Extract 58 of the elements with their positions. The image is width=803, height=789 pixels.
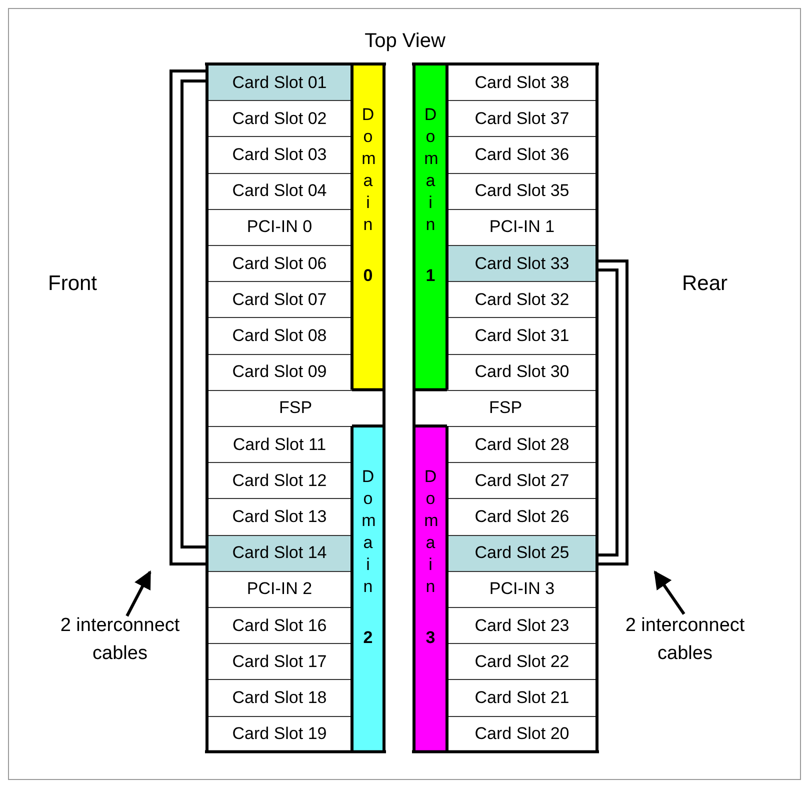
card-slot-row: Card Slot 19 <box>207 716 352 752</box>
domain-bar <box>352 64 384 390</box>
domain-bar <box>414 426 447 752</box>
leader-arrow <box>126 570 152 617</box>
card-slot-row: Card Slot 09 <box>207 354 352 390</box>
card-slot-row: Card Slot 02 <box>207 100 352 136</box>
domain-number: 1 <box>426 266 436 286</box>
domain-number: 3 <box>426 628 436 648</box>
card-slot-row: Card Slot 28 <box>447 426 597 462</box>
card-slot-row: FSP <box>207 390 384 426</box>
domain-label: Domain <box>362 104 374 236</box>
domain-bar <box>414 64 447 390</box>
side-label: Rear <box>682 272 728 296</box>
card-slot-row: Card Slot 37 <box>447 100 597 136</box>
domain-number: 2 <box>363 628 373 648</box>
domain-label: Domain <box>424 466 437 598</box>
card-slot-row: Card Slot 36 <box>447 136 597 173</box>
card-slot-row: PCI-IN 2 <box>207 570 352 607</box>
side-label: Front <box>48 272 98 296</box>
card-slot-row: Card Slot 12 <box>207 462 352 498</box>
card-slot-row: Card Slot 23 <box>447 607 597 644</box>
card-slot-row: Card Slot 32 <box>447 281 597 318</box>
card-slot-row: Card Slot 11 <box>207 426 352 462</box>
card-slot-row: Card Slot 08 <box>207 317 352 354</box>
title: Top View <box>364 30 446 53</box>
card-slot-row: Card Slot 21 <box>447 679 597 716</box>
card-slot-row: Card Slot 30 <box>447 354 597 390</box>
card-slot-row: Card Slot 25 <box>447 534 597 571</box>
interconnect-cable <box>597 268 618 556</box>
card-slot-row: Card Slot 03 <box>207 136 352 173</box>
card-slot-row: Card Slot 01 <box>207 64 352 100</box>
card-slot-row: Card Slot 20 <box>447 716 597 752</box>
card-slot-row: PCI-IN 3 <box>447 570 597 607</box>
interconnect-cable <box>597 260 628 566</box>
callout-text: 2 interconnect cables <box>605 612 765 672</box>
card-slot-row: Card Slot 17 <box>207 643 352 680</box>
callout-text: 2 interconnect cables <box>40 612 200 672</box>
card-slot-row: Card Slot 06 <box>207 245 352 282</box>
card-slot-row: Card Slot 33 <box>447 245 597 282</box>
domain-number: 0 <box>363 266 373 286</box>
domain-bar <box>352 426 384 752</box>
card-slot-row: Card Slot 31 <box>447 317 597 354</box>
domain-label: Domain <box>424 104 437 236</box>
card-slot-row: Card Slot 16 <box>207 607 352 644</box>
card-slot-row: Card Slot 27 <box>447 462 597 498</box>
card-slot-row: Card Slot 07 <box>207 281 352 318</box>
card-slot-row: PCI-IN 0 <box>207 208 352 245</box>
interconnect-cable <box>180 80 207 548</box>
card-slot-row: Card Slot 18 <box>207 679 352 716</box>
card-slot-row: Card Slot 35 <box>447 172 597 209</box>
leader-arrow <box>654 570 686 615</box>
card-slot-row: Card Slot 22 <box>447 643 597 680</box>
interconnect-cable <box>170 70 207 566</box>
card-slot-row: Card Slot 14 <box>207 534 352 571</box>
domain-label: Domain <box>362 466 374 598</box>
card-slot-row: FSP <box>414 390 597 426</box>
card-slot-row: Card Slot 04 <box>207 172 352 209</box>
card-slot-row: Card Slot 38 <box>447 64 597 100</box>
